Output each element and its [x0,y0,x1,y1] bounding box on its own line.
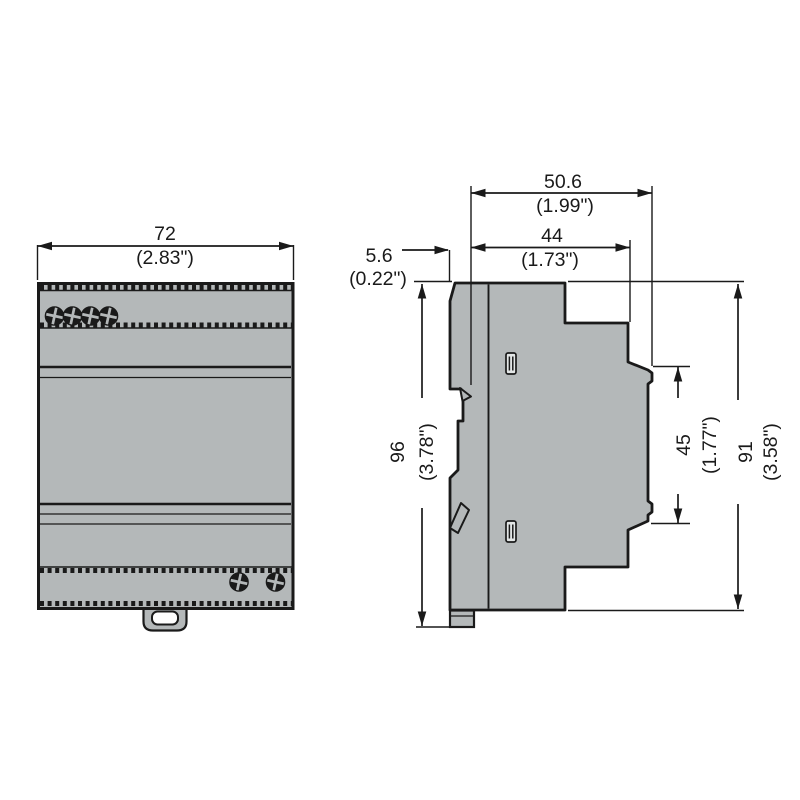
dim-height-total: 96 (3.78") [387,280,452,628]
din-hook-upper [459,387,472,402]
front-body [37,282,295,610]
dim-body-height: 91 (3.58") [568,280,782,612]
dim-height-total-inch: (3.78") [416,423,438,481]
din-clip-slot [151,610,179,626]
side-view: 50.6 (1.99") 44 (1.73") 5.6 (0.22") [349,171,782,629]
dim-face-height: 45 (1.77") [651,365,722,525]
dim-front-width-inch: (2.83") [136,247,194,269]
dim-body-height-inch: (3.58") [760,423,782,481]
side-body-profile [448,281,654,612]
serration-top [40,284,292,292]
dim-face-height-inch: (1.77") [699,416,721,474]
dim-face-height-mm: 45 [673,434,695,456]
dim-depth-total: 50.6 (1.99") [470,171,653,385]
cover-seam-lines [40,365,291,525]
front-view: 72 (2.83") [36,223,295,632]
serration-upper [40,322,292,329]
serration-lower [40,566,292,573]
dim-body-height-mm: 91 [735,441,757,463]
dim-height-total-mm: 96 [387,441,409,463]
din-hook-lower [449,502,470,534]
dim-depth-total-inch: (1.99") [536,195,594,217]
vent-slot-upper [505,352,517,375]
dim-front-width: 72 (2.83") [36,223,295,280]
side-foot [448,609,476,629]
dim-rail-offset: 5.6 (0.22") [349,245,451,290]
dim-depth-body-inch: (1.73") [521,249,579,271]
dim-front-width-mm: 72 [154,223,176,245]
vent-slot-lower [505,520,517,543]
dim-rail-offset-mm: 5.6 [365,245,392,267]
dim-depth-body-mm: 44 [541,225,563,247]
dim-rail-offset-inch: (0.22") [349,268,407,290]
dim-depth-body: 44 (1.73") [471,225,631,322]
dim-depth-total-mm: 50.6 [544,171,582,193]
